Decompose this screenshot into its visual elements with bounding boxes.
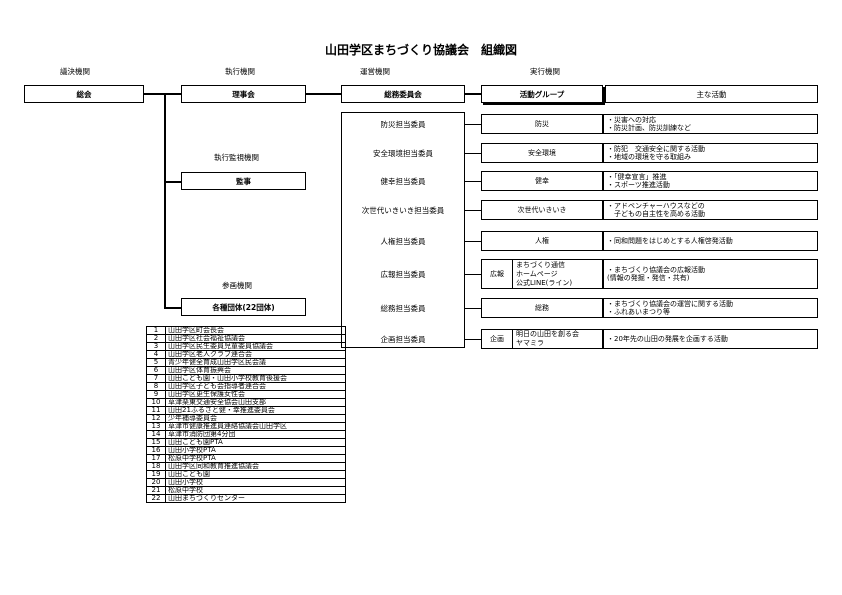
activity-group-cell: 総務	[481, 298, 603, 318]
activity-subitem: ホームページ	[516, 269, 558, 278]
activity-group-cell: 安全環境	[481, 143, 603, 163]
header-implementation: 実行機関	[530, 67, 560, 76]
audit-label: 執行監視機関	[214, 153, 259, 162]
activity-group-cell: 健幸	[481, 171, 603, 191]
activity-subitem: ヤマミラ	[516, 339, 544, 347]
activity-group-cell: 防災	[481, 114, 603, 134]
main-activity-cell: ・20年先の山田の発展を企画する活動	[603, 329, 818, 349]
committee-member-label: 広報担当委員	[380, 270, 426, 279]
activity-subitems-cell: 明日の山田を創る会ヤマミラ	[512, 329, 603, 349]
main-activity-line: ・防災計画、防災訓練など	[607, 124, 691, 132]
main-activity-line: ・「健幸宣言」推進	[607, 172, 667, 181]
main-activity-cell: ・まちづくり協議会の運営に関する活動・ふれあいまつり等	[603, 298, 818, 318]
main-activities-box: 主な活動	[605, 85, 818, 103]
main-activity-line: ・防犯 交通安全に関する活動	[607, 144, 705, 153]
connector	[465, 241, 481, 242]
page-title: 山田学区まちづくり協議会 組織図	[324, 43, 517, 57]
main-activity-line: ・まちづくり協議会の広報活動	[607, 265, 705, 274]
header-management: 運営機関	[360, 67, 390, 76]
activity-group-cell: 次世代いきいき	[481, 200, 603, 220]
committee-member-label: 企画担当委員	[380, 335, 426, 344]
participation-label: 参画機関	[222, 281, 252, 290]
organization-number: 22	[146, 494, 166, 503]
main-activity-line: ・まちづくり協議会の運営に関する活動	[607, 299, 733, 308]
committee-members-panel	[341, 112, 465, 348]
organization-name: 山田まちづくりセンター	[165, 494, 346, 503]
activity-subitem: 公式LINE(ライン)	[516, 278, 573, 287]
main-activity-line: ・スポーツ推進活動	[607, 181, 670, 189]
connector	[465, 93, 481, 95]
main-activity-cell: ・まちづくり協議会の広報活動(情報の発掘・発信・共有)	[603, 259, 818, 289]
committee-member-label: 健幸担当委員	[380, 177, 426, 186]
connector	[465, 274, 481, 275]
activity-subitems-cell: まちづくり通信ホームページ公式LINE(ライン)	[512, 259, 603, 289]
header-execution: 執行機関	[225, 67, 255, 76]
connector	[164, 307, 181, 309]
main-activity-cell: ・「健幸宣言」推進・スポーツ推進活動	[603, 171, 818, 191]
main-activity-line: ・災害への対応	[607, 115, 656, 124]
connector	[144, 93, 181, 95]
committee-member-label: 防災担当委員	[380, 120, 426, 129]
header-decision: 議決機関	[60, 67, 90, 76]
main-activity-line: ・同和問題をはじめとする人権啓発活動	[607, 236, 733, 245]
spine-line	[164, 93, 166, 308]
activity-group-cell: 企画	[481, 329, 513, 349]
main-activity-line: (情報の発掘・発信・共有)	[607, 274, 690, 282]
committee-member-label: 次世代いきいき担当委員	[361, 206, 445, 215]
activity-group-cell: 人権	[481, 231, 603, 251]
connector	[465, 339, 481, 340]
main-activity-cell: ・アドベンチャーハウスなどの 子どもの自主性を高める活動	[603, 200, 818, 220]
connector	[465, 153, 481, 154]
connector	[306, 93, 341, 95]
main-activity-line: ・20年先の山田の発展を企画する活動	[607, 334, 728, 343]
main-activity-cell: ・災害への対応・防災計画、防災訓練など	[603, 114, 818, 134]
general-affairs-committee-box: 総務委員会	[341, 85, 465, 103]
committee-member-label: 安全環境担当委員	[373, 149, 433, 158]
activity-subitem: まちづくり通信	[516, 260, 565, 269]
connector	[465, 181, 481, 182]
activity-group-cell: 広報	[481, 259, 513, 289]
main-activity-line: 子どもの自主性を高める活動	[607, 210, 705, 218]
committee-member-label: 総務担当委員	[380, 304, 426, 313]
auditor-box: 監事	[181, 172, 306, 190]
connector	[465, 308, 481, 309]
activity-subitem: 明日の山田を創る会	[516, 330, 579, 338]
main-activity-line: ・ふれあいまつり等	[607, 308, 670, 316]
activity-groups-box: 活動グループ	[481, 85, 603, 103]
main-activity-cell: ・防犯 交通安全に関する活動・地域の環境を守る取組み	[603, 143, 818, 163]
organizations-box: 各種団体(22団体)	[181, 298, 306, 316]
board-box: 理事会	[181, 85, 306, 103]
connector	[465, 124, 481, 125]
main-activity-line: ・地域の環境を守る取組み	[607, 153, 691, 161]
main-activity-cell: ・同和問題をはじめとする人権啓発活動	[603, 231, 818, 251]
connector	[465, 210, 481, 211]
main-activity-line: ・アドベンチャーハウスなどの	[607, 201, 705, 210]
committee-member-label: 人権担当委員	[380, 237, 426, 246]
general-assembly-box: 総会	[24, 85, 144, 103]
connector	[164, 181, 181, 183]
